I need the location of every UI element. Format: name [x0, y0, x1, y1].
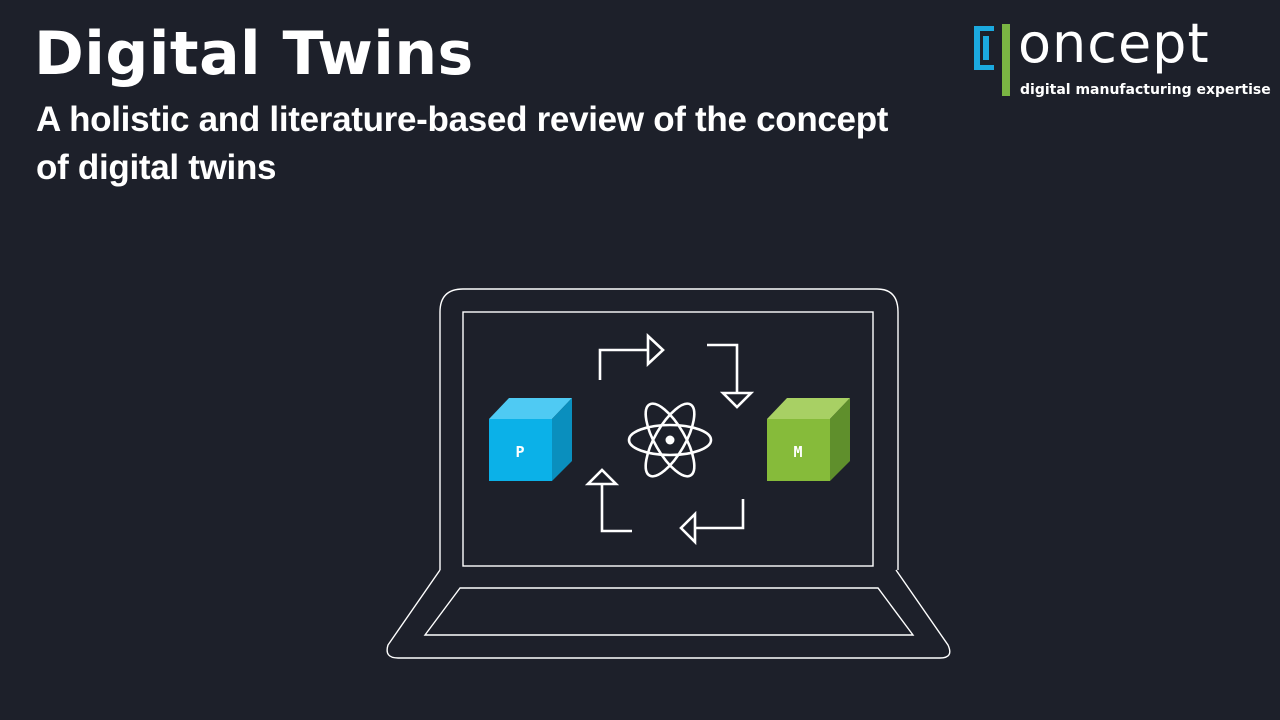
company-logo: oncept digital manufacturing expertise: [972, 12, 1271, 100]
laptop-base: [386, 569, 951, 659]
arrow-left-icon: [679, 499, 745, 546]
logo-tagline: digital manufacturing expertise: [1020, 82, 1271, 98]
arrow-down-icon: [707, 343, 755, 409]
physical-cube-label: P: [515, 443, 524, 461]
logo-wordmark: oncept: [1018, 12, 1210, 75]
atom-icon: [627, 402, 713, 478]
laptop-screen: [462, 311, 874, 567]
model-cube-icon: M: [767, 398, 850, 481]
model-cube-label: M: [793, 443, 802, 461]
laptop-lid: [439, 288, 899, 570]
page-title: Digital Twins: [34, 19, 474, 89]
arrow-right-icon: [598, 333, 665, 380]
laptop-illustration: P M: [386, 288, 951, 659]
logo-bracket-icon: [974, 26, 994, 70]
arrow-up-icon: [584, 468, 632, 533]
logo-bar: [1002, 24, 1010, 96]
page-subtitle: A holistic and literature-based review o…: [36, 100, 889, 187]
laptop-keyboard-area: [423, 587, 915, 636]
physical-cube-icon: P: [489, 398, 572, 481]
